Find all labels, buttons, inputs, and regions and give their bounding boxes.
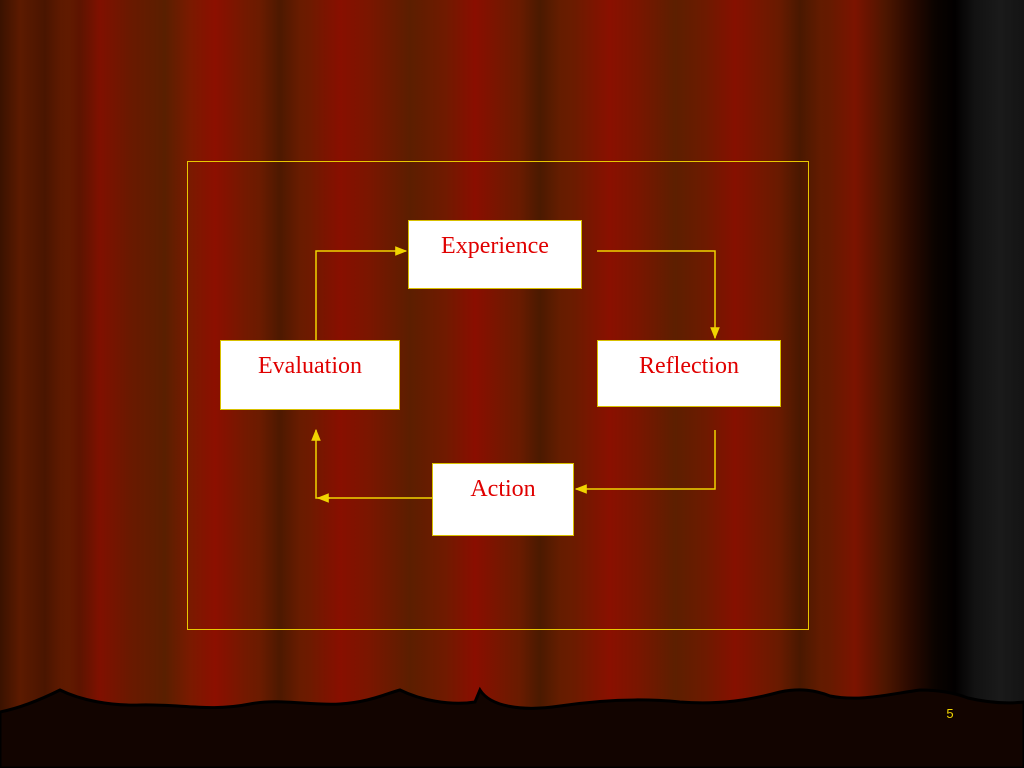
node-action-label: Action: [470, 476, 536, 502]
node-reflection-label: Reflection: [639, 353, 739, 379]
page-number: 5: [946, 706, 954, 721]
diagram-frame: [187, 161, 809, 630]
curtain-fold: [60, 0, 100, 768]
curtain-fold: [520, 0, 560, 768]
node-action: Action: [432, 463, 574, 536]
node-reflection: Reflection: [597, 340, 781, 407]
node-evaluation-label: Evaluation: [258, 353, 362, 379]
curtain-fold: [780, 0, 820, 768]
node-experience-label: Experience: [441, 233, 549, 259]
node-evaluation: Evaluation: [220, 340, 400, 410]
node-experience: Experience: [408, 220, 582, 289]
